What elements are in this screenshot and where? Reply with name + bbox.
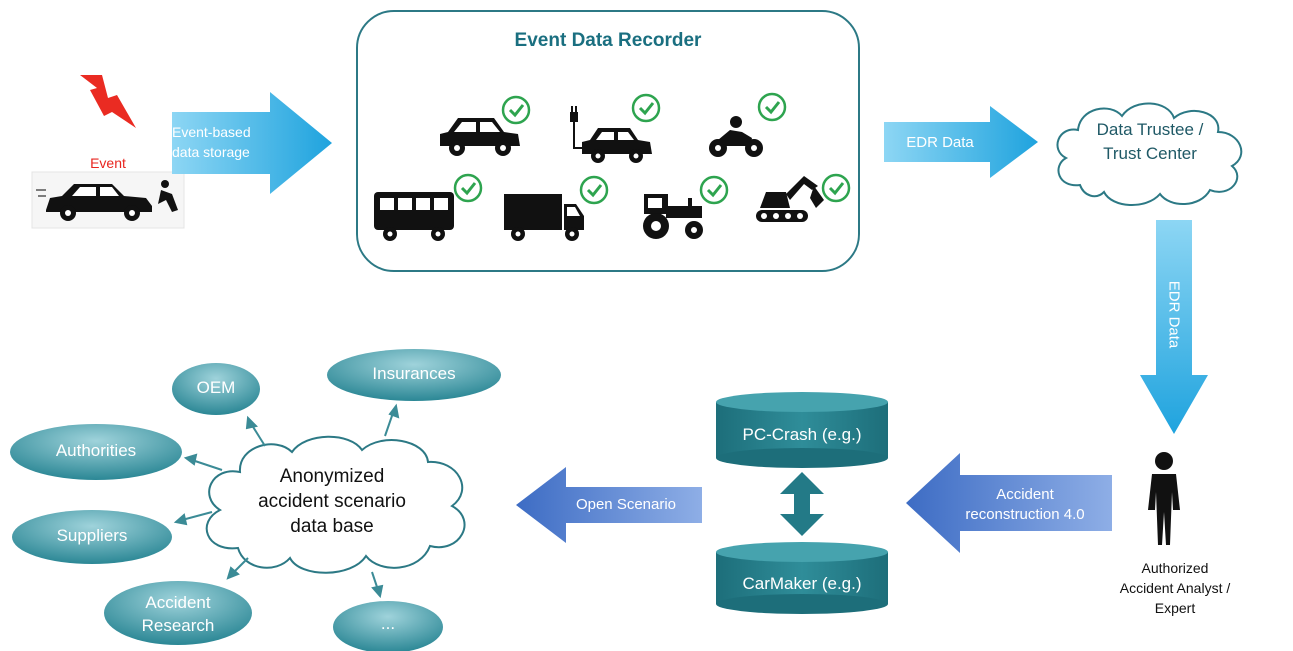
accident-reconstruction-line1: Accident <box>996 486 1054 503</box>
arrow-event-storage <box>172 92 332 194</box>
trust-center-cloud <box>1056 102 1243 207</box>
trust-center-label: Data Trustee / Trust Center <box>1060 118 1240 166</box>
check-icon <box>453 173 483 203</box>
arrow-open-scenario <box>516 467 702 543</box>
check-icon <box>699 175 729 205</box>
more-ellipse <box>333 601 443 651</box>
carmaker-label: CarMaker (e.g.) <box>742 574 862 593</box>
lightning-icon <box>80 75 136 128</box>
oem-ellipse <box>172 363 260 415</box>
excavator-icon <box>756 176 824 222</box>
carmaker-database <box>716 542 888 614</box>
analyst-line2: Accident Analyst / <box>1119 580 1231 596</box>
tractor-icon <box>643 194 703 239</box>
pc-crash-database <box>716 392 888 468</box>
trust-center-line2: Trust Center <box>1103 144 1197 163</box>
oem-label: OEM <box>196 378 236 397</box>
suppliers-ellipse <box>12 510 172 564</box>
check-icon <box>579 175 609 205</box>
suppliers-label: Suppliers <box>56 526 128 545</box>
arrow-edr-data-vertical <box>1140 220 1208 434</box>
check-icon <box>821 173 851 203</box>
electric-car-icon <box>570 106 652 163</box>
car-icon <box>440 118 520 156</box>
scenario-database-cloud <box>205 435 466 574</box>
event-label: Event <box>90 155 126 171</box>
scenario-line1: Anonymized <box>279 466 385 487</box>
arrow-accident-reconstruction <box>906 453 1112 553</box>
event-storage-label: Event-based data storage <box>172 122 272 162</box>
truck-icon <box>504 194 584 241</box>
accident-research-line1: Accident <box>145 593 211 612</box>
double-arrow <box>780 472 824 536</box>
trust-center-line1: Data Trustee / <box>1096 120 1204 139</box>
analyst-line3: Expert <box>1154 600 1196 616</box>
edr-data-label-vertical: EDR Data <box>1165 280 1183 349</box>
accident-reconstruction-line2: reconstruction 4.0 <box>965 506 1085 523</box>
accident-research-ellipse <box>104 581 252 645</box>
person-icon <box>1148 452 1180 545</box>
accident-reconstruction-label: Accident reconstruction 4.0 <box>950 485 1100 525</box>
vehicle-grid <box>374 92 851 241</box>
edr-title: Event Data Recorder <box>514 30 702 51</box>
accident-research-line2: Research <box>141 616 215 635</box>
scenario-line3: data base <box>290 516 374 537</box>
crash-icon <box>31 171 185 229</box>
arrow-edr-data-horizontal <box>884 106 1038 178</box>
analyst-label: Authorized Accident Analyst / Expert <box>1090 558 1260 618</box>
analyst-line1: Authorized <box>1141 560 1209 576</box>
open-scenario-label: Open Scenario <box>575 496 677 513</box>
motorcycle-icon <box>709 116 763 157</box>
event-storage-line2: data storage <box>172 144 250 160</box>
check-icon <box>501 95 531 125</box>
bus-icon <box>374 192 454 241</box>
authorities-ellipse <box>10 424 182 480</box>
check-icon <box>757 92 787 122</box>
edr-data-label-horizontal: EDR Data <box>906 134 974 151</box>
insurances-ellipse <box>327 349 501 401</box>
stakeholder-connectors <box>173 403 400 599</box>
accident-research-label: Accident Research <box>104 591 252 637</box>
insurances-label: Insurances <box>372 364 456 383</box>
event-storage-line1: Event-based <box>172 124 251 140</box>
more-label: ... <box>380 614 396 633</box>
check-icon <box>631 93 661 123</box>
scenario-line2: accident scenario <box>258 491 406 512</box>
pc-crash-label: PC-Crash (e.g.) <box>742 425 862 444</box>
authorities-label: Authorities <box>55 441 137 460</box>
scenario-database-label: Anonymized accident scenario data base <box>232 464 432 539</box>
